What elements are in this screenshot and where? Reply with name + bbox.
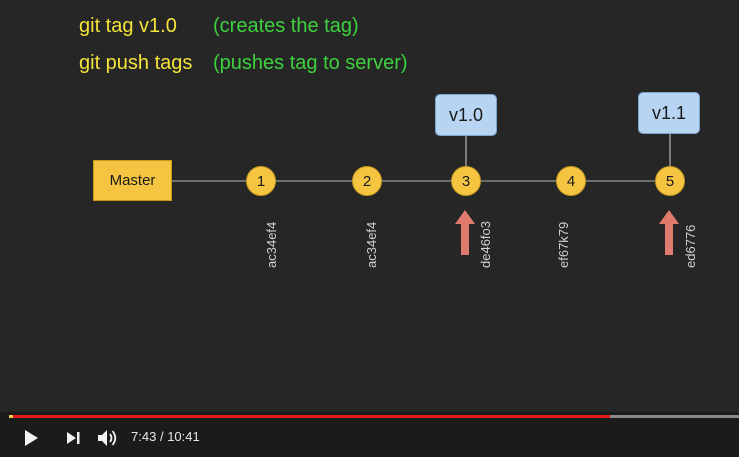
progress-marker [9, 415, 13, 418]
commit-hash-4: ef67k79 [556, 221, 571, 268]
player-controls: 7:43 / 10:41 [0, 412, 739, 457]
next-icon [67, 432, 80, 444]
master-branch-box: Master [93, 160, 172, 201]
git-command-2: git push tags [79, 52, 193, 74]
tag-v1-0: v1.0 [435, 94, 497, 136]
commit-node-3: 3 [451, 166, 481, 196]
commit-hash-1: ac34ef4 [264, 221, 279, 268]
play-icon [25, 430, 38, 446]
git-command-1: git tag v1.0 [79, 15, 177, 37]
commit-hash-3: de46fo3 [478, 221, 493, 268]
commit-hash-2: ac34ef4 [364, 221, 379, 268]
time-display: 7:43 / 10:41 [131, 429, 200, 444]
current-time: 7:43 [131, 429, 157, 444]
commit-hash-5: ed6776 [683, 224, 698, 268]
next-button[interactable] [61, 426, 85, 450]
diagram-lines [172, 134, 671, 182]
commit-diagram: Master 1 2 3 4 5 ac34ef4 ac34ef4 de46fo3… [93, 92, 700, 268]
play-button[interactable] [19, 426, 43, 450]
commit-node-5: 5 [655, 166, 685, 196]
progress-bar[interactable] [9, 415, 739, 418]
progress-played [9, 415, 610, 418]
duration: 10:41 [167, 429, 200, 444]
volume-button[interactable] [96, 426, 120, 450]
git-command-2-description: (pushes tag to server) [213, 52, 408, 74]
volume-icon [98, 430, 117, 446]
arrow-up-icon [659, 210, 679, 255]
commit-node-1: 1 [246, 166, 276, 196]
video-frame[interactable]: git tag v1.0 (creates the tag) git push … [0, 0, 739, 412]
time-separator: / [159, 429, 164, 444]
commit-node-4: 4 [556, 166, 586, 196]
commit-node-2: 2 [352, 166, 382, 196]
tag-v1-1: v1.1 [638, 92, 700, 134]
arrow-up-icon [455, 210, 475, 255]
git-command-1-description: (creates the tag) [213, 15, 359, 37]
